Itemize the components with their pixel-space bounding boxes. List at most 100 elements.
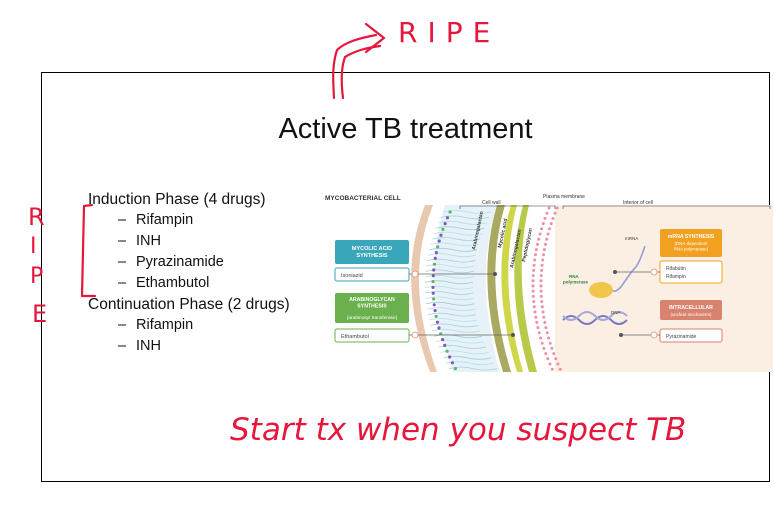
lipid-dot — [433, 309, 437, 313]
mycolic-chain — [438, 220, 487, 225]
lipid-dot — [435, 320, 440, 324]
box-subtitle: (unclear mechanism) — [671, 312, 713, 317]
membrane-head — [533, 258, 537, 262]
membrane-head — [550, 367, 554, 371]
induction-heading: Induction Phase (4 drugs) — [88, 191, 266, 208]
membrane-head — [542, 346, 546, 350]
drug-label: Ethambutol — [341, 334, 369, 340]
membrane-head — [546, 232, 550, 236]
membrane-head — [539, 336, 543, 340]
mycolic-chain — [432, 237, 481, 241]
membrane-head — [550, 346, 554, 350]
drug-label: Isoniazid — [341, 273, 363, 279]
membrane-head — [531, 274, 535, 278]
membrane-head — [539, 284, 543, 288]
membrane-head — [548, 341, 552, 345]
membrane-head — [540, 227, 544, 231]
mycolic-chain — [429, 247, 478, 252]
lipid-dot — [453, 367, 458, 371]
membrane-head — [539, 294, 543, 298]
membrane-head — [544, 352, 548, 356]
membrane-head — [540, 305, 544, 309]
induction-drug: –Pyrazinamide — [118, 254, 224, 270]
lipid-dot — [437, 326, 441, 330]
membrane-head — [545, 211, 549, 215]
lipid-dot — [431, 274, 435, 278]
region-label: Cell wall — [482, 200, 501, 206]
isoniazid-box — [334, 267, 410, 282]
membrane-head — [531, 289, 535, 293]
bullet-list: Induction Phase (4 drugs) –Rifampin –INH… — [88, 189, 290, 357]
pyrazinamide-box — [659, 328, 723, 343]
membrane-head — [543, 320, 547, 324]
membrane-head — [537, 237, 541, 241]
ripe-top-annotation: RIPE — [398, 16, 500, 49]
mycolic-chain — [425, 291, 474, 295]
lipid-dot — [440, 338, 445, 342]
lipid-dot — [432, 262, 436, 266]
membrane-head — [540, 341, 544, 345]
mycolic-chain — [425, 296, 474, 301]
drug-label: Rifabutin — [666, 266, 686, 272]
dna-strand — [562, 311, 628, 321]
mycolic-chain — [427, 312, 477, 317]
dna-label: DNA — [611, 310, 621, 315]
wall-band — [487, 205, 511, 372]
lipid-dot — [441, 227, 445, 231]
lipid-dot — [443, 343, 447, 347]
membrane-head — [540, 263, 544, 267]
membrane-head — [547, 336, 551, 340]
membrane-head — [531, 294, 535, 298]
box-title: mRNA SYNTHESIS — [668, 234, 715, 240]
membrane-head — [532, 268, 536, 272]
membrane-head — [544, 326, 548, 330]
continuation-drug: –INH — [118, 338, 161, 354]
arrow-head — [364, 22, 386, 54]
membrane-head — [542, 315, 546, 319]
membrane-head — [543, 242, 547, 246]
lipid-dot — [431, 291, 435, 295]
membrane-head — [534, 248, 538, 252]
membrane-head — [536, 326, 540, 330]
membrane-head — [532, 305, 536, 309]
continuation-drug: –Rifampin — [118, 317, 194, 333]
mycolic-chain — [427, 253, 477, 258]
lipid-dot — [443, 222, 447, 226]
lipid-dot — [450, 361, 455, 365]
mycolic-chain — [434, 231, 483, 236]
membrane-head — [541, 253, 545, 257]
membrane-head — [546, 357, 550, 361]
mycolic-chain — [429, 318, 478, 322]
dna-strand — [562, 315, 628, 325]
mycolic-chain — [436, 226, 485, 231]
plasma-membrane — [531, 206, 562, 371]
membrane-head — [531, 279, 535, 283]
lipid-dot — [436, 245, 440, 249]
induction-drug: –Ethambutol — [118, 275, 210, 291]
lipid-dot — [432, 303, 436, 307]
lipid-dot — [445, 349, 449, 353]
cell-edge — [411, 205, 437, 372]
box-title: INTRACELLULAR — [669, 305, 713, 311]
region-label: Interior of cell — [623, 200, 653, 206]
drug-label: Pyrazinamide — [666, 334, 697, 340]
membrane-head — [541, 258, 545, 262]
intracellular-box — [660, 300, 722, 320]
membrane-head — [534, 315, 538, 319]
lipid-dot — [448, 355, 452, 359]
membrane-head — [540, 300, 544, 304]
arabinoglycan-synthesis-box — [335, 293, 409, 323]
membrane-head — [533, 253, 537, 257]
membrane-head — [539, 289, 543, 293]
membrane-head — [556, 362, 560, 366]
membrane-head — [558, 367, 562, 371]
membrane-head — [539, 274, 543, 278]
ripe-side-letter: I — [30, 234, 37, 259]
membrane-head — [554, 357, 558, 361]
membrane-head — [532, 263, 536, 267]
mycolic-chains — [424, 210, 498, 371]
